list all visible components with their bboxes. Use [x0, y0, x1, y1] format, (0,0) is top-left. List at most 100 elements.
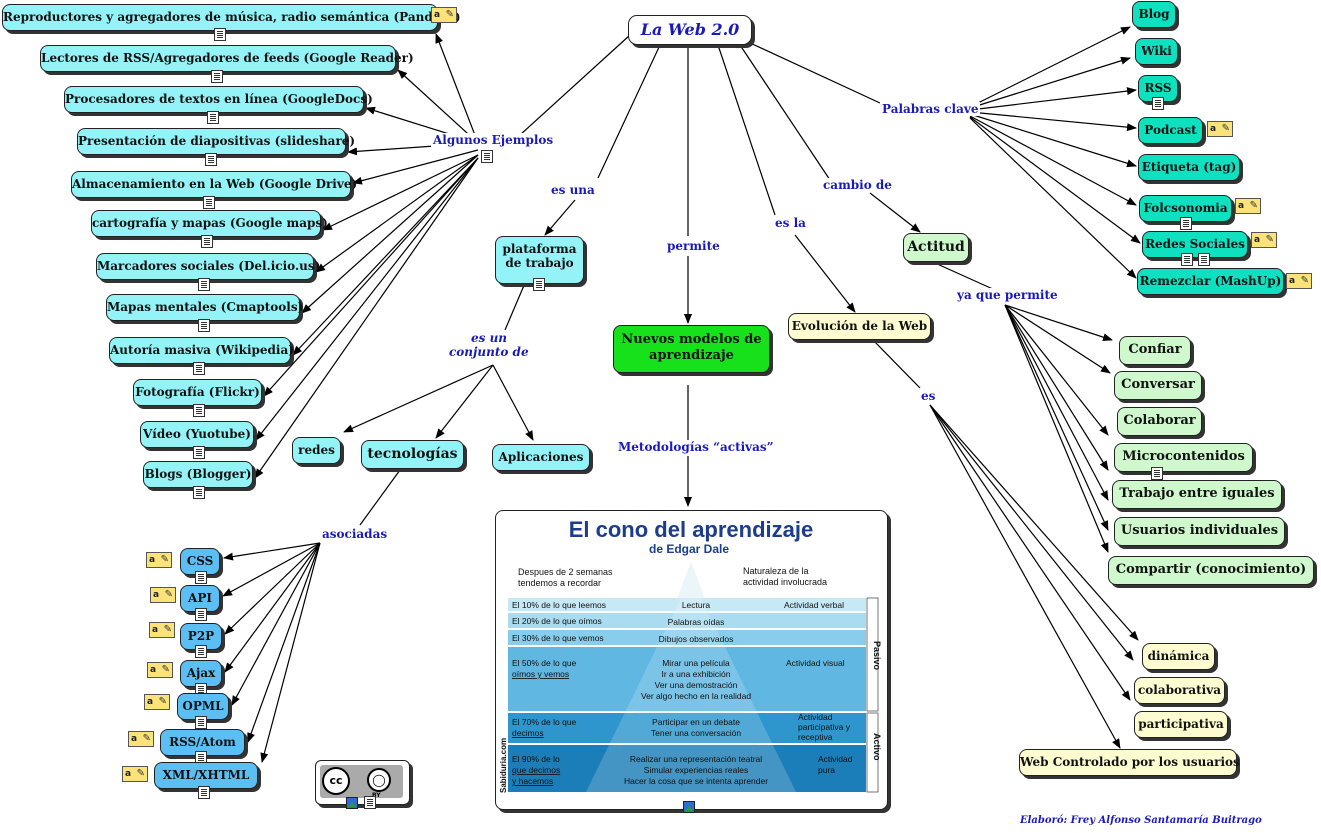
tech-label: XML/XHTML: [162, 768, 250, 782]
annotation-note-icon[interactable]: a: [122, 766, 148, 782]
annotation-note-icon[interactable]: a: [1251, 232, 1277, 248]
document-icon[interactable]: [201, 235, 213, 248]
keyword-blog[interactable]: Blog: [1132, 1, 1176, 28]
creative-commons-badge[interactable]: cc ◯ BY: [315, 760, 410, 805]
document-icon[interactable]: [1151, 467, 1163, 480]
document-icon[interactable]: [214, 28, 226, 41]
example-mind-maps[interactable]: Mapas mentales (Cmaptools): [106, 294, 304, 321]
document-icon[interactable]: [364, 796, 376, 809]
annotation-note-icon[interactable]: a: [149, 622, 175, 638]
attitude-confiar[interactable]: Confiar: [1119, 336, 1191, 365]
tech-xml-xhtml[interactable]: XML/XHTML: [154, 762, 258, 789]
annotation-note-icon[interactable]: a: [146, 552, 172, 568]
tech-label: OPML: [182, 699, 224, 713]
document-icon[interactable]: [1180, 217, 1192, 230]
attitude-colaborar[interactable]: Colaborar: [1117, 407, 1202, 436]
actitud[interactable]: Actitud: [903, 233, 969, 262]
document-icon[interactable]: [195, 608, 207, 621]
annotation-note-icon[interactable]: a: [144, 694, 170, 710]
nuevos-modelos-line2: aprendizaje: [649, 347, 734, 363]
cone-row3-center: Dibujos observados: [659, 634, 734, 644]
node-redes[interactable]: redes: [292, 437, 341, 464]
plataforma-de-trabajo[interactable]: plataforma de trabajo: [495, 236, 584, 284]
document-icon[interactable]: [193, 404, 205, 417]
keyword-etiqueta[interactable]: Etiqueta (tag): [1138, 154, 1240, 181]
document-icon[interactable]: [1181, 253, 1193, 266]
node-aplicaciones[interactable]: Aplicaciones: [492, 444, 590, 471]
document-icon[interactable]: [195, 716, 207, 729]
annotation-note-icon[interactable]: a: [1207, 121, 1233, 137]
trait-colaborativa[interactable]: colaborativa: [1134, 677, 1225, 704]
annotation-note-icon[interactable]: a: [1286, 273, 1312, 289]
example-blogs[interactable]: Blogs (Blogger): [143, 461, 253, 488]
document-icon[interactable]: [195, 645, 207, 658]
example-social-bookmarks[interactable]: Marcadores sociales (Del.icio.us): [96, 253, 320, 280]
tech-api[interactable]: API: [180, 585, 220, 612]
example-label: Autoría masiva (Wikipedia): [110, 343, 294, 357]
example-video[interactable]: Vídeo (Yuotube): [140, 421, 254, 448]
document-icon[interactable]: [195, 571, 207, 584]
example-web-storage[interactable]: Almacenamiento en la Web (Google Drive): [71, 171, 357, 198]
node-tecnologias[interactable]: tecnologías: [361, 440, 464, 469]
cone-right-header-2: actividad involucrada: [743, 577, 827, 587]
example-label: Mapas mentales (Cmaptools): [107, 300, 304, 314]
cone-left-header-2: tendemos a recordar: [518, 578, 601, 588]
tech-css[interactable]: CSS: [180, 548, 220, 575]
example-photography[interactable]: Fotografía (Flickr): [133, 379, 262, 406]
document-icon[interactable]: [481, 150, 493, 163]
document-icon[interactable]: [203, 196, 215, 209]
document-icon[interactable]: [198, 278, 210, 291]
keyword-remezclar[interactable]: Remezclar (MashUp): [1137, 268, 1284, 295]
document-icon[interactable]: [1152, 97, 1164, 110]
tech-ajax[interactable]: Ajax: [180, 660, 222, 687]
trait-label: colaborativa: [1138, 683, 1221, 697]
example-slideshows[interactable]: Presentación de diapositivas (slideshare…: [77, 128, 355, 155]
link-label-es-la: es la: [773, 216, 808, 230]
example-mass-authoring[interactable]: Autoría masiva (Wikipedia): [109, 337, 294, 364]
trait-dinamica[interactable]: dinámica: [1142, 643, 1215, 670]
attitude-conversar[interactable]: Conversar: [1114, 371, 1202, 400]
document-icon[interactable]: [193, 446, 205, 459]
example-word-processors[interactable]: Procesadores de textos en línea (GoogleD…: [64, 86, 373, 113]
example-rss-readers[interactable]: Lectores de RSS/Agregadores de feeds (Go…: [40, 45, 414, 72]
link-label-cambio-de: cambio de: [821, 178, 894, 192]
keyword-wiki[interactable]: Wiki: [1135, 38, 1178, 65]
trait-label: Web Controlado por los usuarios: [1020, 755, 1240, 769]
annotation-note-icon[interactable]: a: [147, 662, 173, 678]
annotation-note-icon[interactable]: a: [150, 587, 176, 603]
document-icon[interactable]: [1198, 253, 1210, 266]
document-icon[interactable]: [533, 278, 545, 291]
example-maps[interactable]: cartografía y mapas (Google maps): [91, 210, 328, 237]
evolucion-de-la-web[interactable]: Evolución de la Web: [788, 313, 931, 340]
document-icon[interactable]: [205, 153, 217, 166]
document-icon[interactable]: [198, 319, 210, 332]
image-icon[interactable]: [346, 797, 358, 809]
keyword-redes-sociales[interactable]: Redes Sociales: [1142, 231, 1248, 258]
document-icon[interactable]: [198, 786, 210, 799]
cone-side-pasivo: Pasivo: [872, 641, 882, 671]
document-icon[interactable]: [211, 70, 223, 83]
annotation-note-icon[interactable]: a: [1235, 198, 1261, 214]
tech-p2p[interactable]: P2P: [180, 623, 222, 650]
keyword-rss[interactable]: RSS: [1138, 75, 1178, 102]
attitude-usuarios-individuales[interactable]: Usuarios individuales: [1114, 517, 1285, 546]
attitude-microcontenidos[interactable]: Microcontenidos: [1114, 443, 1253, 472]
document-icon[interactable]: [193, 362, 205, 375]
document-icon[interactable]: [193, 486, 205, 499]
trait-participativa[interactable]: participativa: [1134, 711, 1228, 738]
nuevos-modelos-aprendizaje[interactable]: Nuevos modelos de aprendizaje: [613, 325, 770, 373]
tecnologias-label: tecnologías: [367, 446, 458, 462]
image-icon[interactable]: [683, 801, 695, 813]
trait-web-controlado[interactable]: Web Controlado por los usuarios: [1019, 749, 1240, 776]
attitude-trabajo-entre-iguales[interactable]: Trabajo entre iguales: [1112, 480, 1282, 509]
link-label-asociadas: asociadas: [320, 527, 390, 541]
central-topic-web20[interactable]: La Web 2.0: [628, 15, 752, 45]
cone-of-learning-image[interactable]: El cono del aprendizaje de Edgar Dale De…: [495, 510, 888, 810]
keyword-folcsonomia[interactable]: Folcsonomia: [1139, 195, 1232, 222]
keyword-podcast[interactable]: Podcast: [1138, 117, 1203, 144]
document-icon[interactable]: [207, 111, 219, 124]
annotation-note-icon[interactable]: a: [128, 731, 154, 747]
attitude-compartir[interactable]: Compartir (conocimiento): [1108, 556, 1314, 585]
example-music-players[interactable]: Reproductores y agregadores de música, r…: [2, 4, 461, 31]
annotation-note-icon[interactable]: a: [431, 7, 457, 23]
